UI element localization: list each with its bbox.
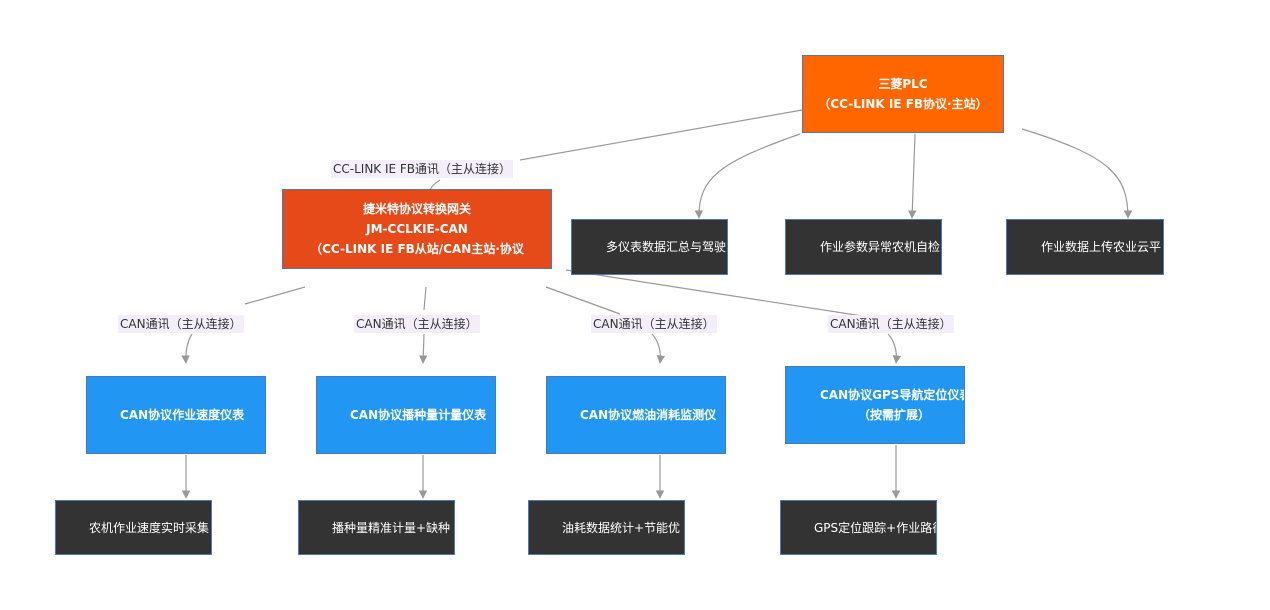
device-label: CAN协议播种量计量仪表 <box>350 408 487 422</box>
gateway-title: 捷米特协议转换网关 <box>362 202 471 216</box>
edge-plc-gateway <box>429 109 803 191</box>
plc-function-label: 作业数据上传农业云平 <box>1041 240 1162 254</box>
plc-function-box-1[interactable]: 多仪表数据汇总与驾驶 <box>571 219 728 275</box>
device-function-label: 播种量精准计量+缺种 <box>332 520 451 535</box>
device-note: （按需扩展） <box>858 408 931 422</box>
device-label: CAN协议GPS导航定位仪表 <box>820 388 965 402</box>
edge-plc-func1 <box>694 133 801 219</box>
edge-gw-dev1 <box>186 286 306 363</box>
edge-plc-func3 <box>1021 128 1133 219</box>
device-function-box-1[interactable]: 农机作业速度实时采集 <box>55 500 212 555</box>
edge-label-can-2: CAN通讯（主从连接） <box>354 315 480 333</box>
edge-gw-dev4 <box>565 269 896 363</box>
device-node-seeding-meter[interactable]: CAN协议播种量计量仪表 <box>316 376 496 454</box>
plc-function-label: 作业参数异常农机自检 <box>820 240 941 254</box>
edge-gw-dev2 <box>423 286 426 363</box>
edge-label-can-3: CAN通讯（主从连接） <box>591 315 717 333</box>
gateway-model: JM-CCLKIE-CAN <box>366 222 468 236</box>
edge-label-can-4: CAN通讯（主从连接） <box>828 315 954 333</box>
device-label: CAN协议燃油消耗监测仪 <box>580 408 717 422</box>
device-function-label: 农机作业速度实时采集 <box>89 520 210 535</box>
plc-function-label: 多仪表数据汇总与驾驶 <box>606 240 727 254</box>
plc-title: 三菱PLC <box>878 77 928 91</box>
edge-gw-dev3 <box>545 286 660 363</box>
device-label: CAN协议作业速度仪表 <box>120 408 245 422</box>
device-function-label: GPS定位跟踪+作业路径 <box>814 520 937 535</box>
device-function-box-3[interactable]: 油耗数据统计+节能优 <box>528 500 685 555</box>
plc-node[interactable]: 三菱PLC （CC-LINK IE FB协议·主站） <box>802 55 1004 133</box>
edge-label-can-1: CAN通讯（主从连接） <box>118 315 244 333</box>
device-node-speed-meter[interactable]: CAN协议作业速度仪表 <box>86 376 266 454</box>
device-function-box-2[interactable]: 播种量精准计量+缺种 <box>298 500 455 555</box>
plc-function-box-3[interactable]: 作业数据上传农业云平 <box>1006 219 1164 275</box>
device-function-label: 油耗数据统计+节能优 <box>562 520 681 535</box>
edge-plc-func2 <box>908 133 917 219</box>
gateway-node[interactable]: 捷米特协议转换网关 JM-CCLKIE-CAN （CC-LINK IE FB从站… <box>282 189 552 269</box>
device-node-gps-locator[interactable]: CAN协议GPS导航定位仪表 （按需扩展） <box>785 366 965 444</box>
edge-label-cclink: CC-LINK IE FB通讯（主从连接） <box>331 160 514 178</box>
plc-function-box-2[interactable]: 作业参数异常农机自检 <box>785 219 942 275</box>
plc-subtitle: （CC-LINK IE FB协议·主站） <box>818 97 988 111</box>
device-function-box-4[interactable]: GPS定位跟踪+作业路径 <box>780 500 937 555</box>
device-node-fuel-monitor[interactable]: CAN协议燃油消耗监测仪 <box>546 376 726 454</box>
gateway-protocol: （CC-LINK IE FB从站/CAN主站·协议 <box>310 242 524 256</box>
